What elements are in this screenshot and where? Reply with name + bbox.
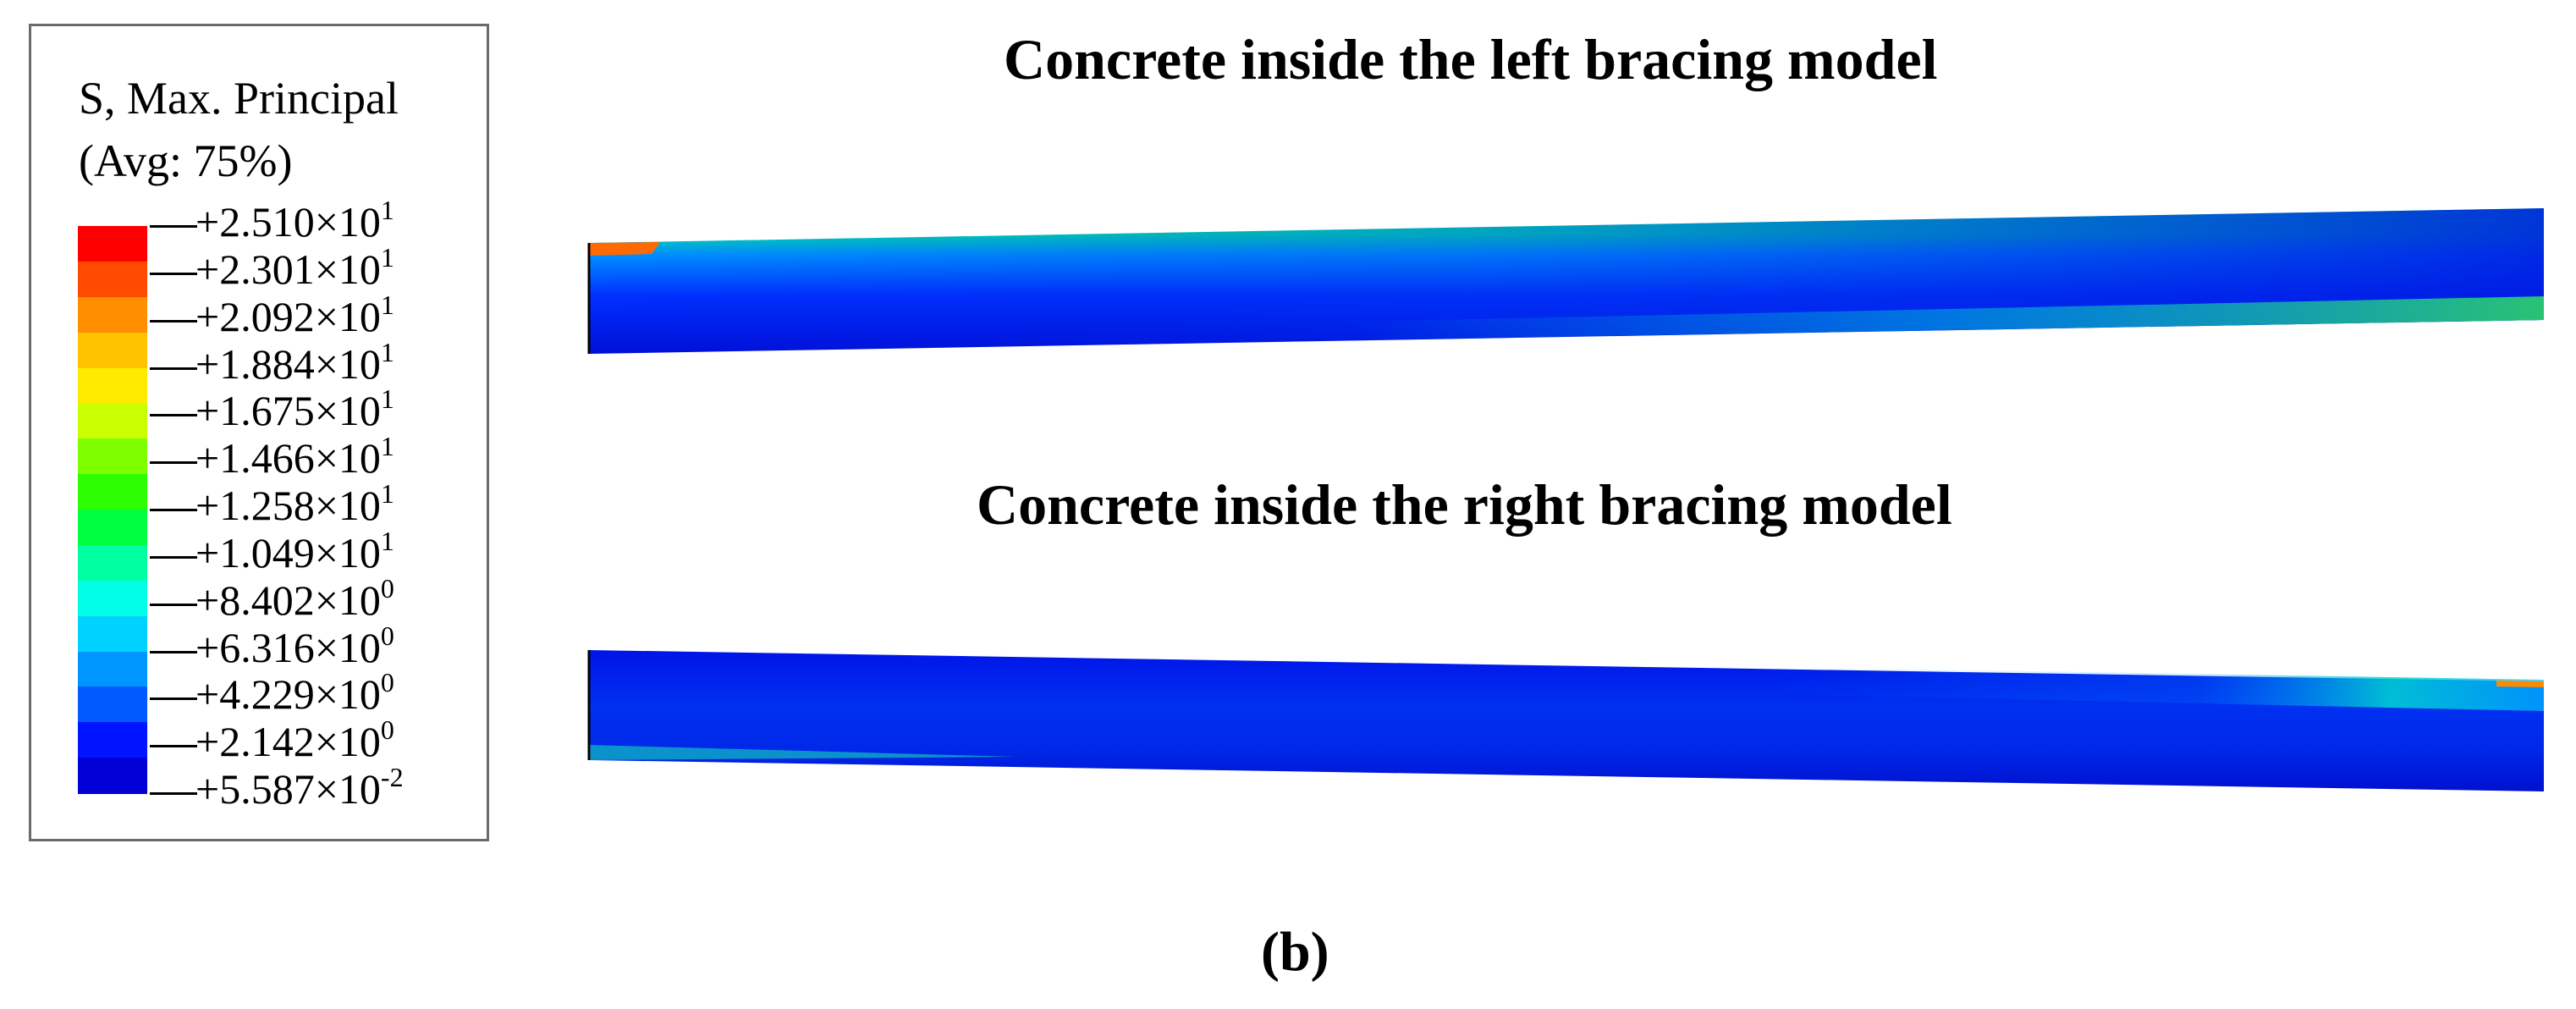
colorbar-tick: [150, 745, 197, 748]
colorbar-tick-label: +5.587×10-2: [195, 762, 404, 813]
colorbar-swatch: [78, 544, 147, 582]
colorbar-tick: [150, 225, 197, 228]
colorbar-tick: [150, 509, 197, 511]
colorbar-tick-label: +1.049×101: [195, 525, 394, 576]
right-model-beam: [587, 650, 2544, 791]
colorbar-swatch: [78, 226, 147, 262]
colorbar-swatch: [78, 758, 147, 794]
colorbar-tick-label: +8.402×100: [195, 572, 394, 624]
color-legend: S, Max. Principal(Avg: 75%) +2.510×101+2…: [29, 24, 489, 841]
colorbar-tick: [150, 414, 197, 417]
colorbar-swatch: [78, 332, 147, 368]
colorbar-swatch: [78, 261, 147, 298]
colorbar-tick-label: +1.258×101: [195, 478, 394, 529]
colorbar: [78, 226, 147, 794]
colorbar-swatch: [78, 474, 147, 510]
colorbar-swatch: [78, 510, 147, 546]
colorbar-tick-label: +1.675×101: [195, 383, 394, 435]
colorbar-tick-label: +2.092×101: [195, 289, 394, 340]
colorbar-tick: [150, 697, 197, 701]
colorbar-swatch: [78, 296, 147, 334]
colorbar-tick: [150, 650, 197, 653]
colorbar-tick: [150, 555, 197, 559]
right-model-title: Concrete inside the right bracing model: [977, 472, 1952, 537]
left-model-title: Concrete inside the left bracing model: [1004, 27, 1938, 91]
colorbar-swatch: [78, 615, 147, 652]
colorbar-tick-label: +2.510×101: [195, 195, 394, 245]
colorbar-tick: [150, 461, 197, 465]
colorbar-swatch: [78, 580, 147, 617]
colorbar-tick: [150, 367, 197, 370]
colorbar-swatch: [78, 722, 147, 758]
legend-title-line1: S, Max. Principal: [79, 73, 399, 124]
colorbar-tick-label: +2.142×100: [195, 714, 394, 766]
colorbar-swatch: [78, 438, 147, 475]
colorbar-swatch: [78, 686, 147, 723]
left-model-beam: [587, 208, 2544, 354]
colorbar-swatch: [78, 403, 147, 439]
colorbar-tick-label: +2.301×101: [195, 241, 394, 293]
legend-title-line2: (Avg: 75%): [79, 135, 293, 186]
colorbar-tick: [150, 603, 197, 606]
colorbar-swatch: [78, 651, 147, 687]
legend-title: S, Max. Principal (Avg: 75%): [79, 67, 399, 192]
colorbar-tick: [150, 792, 197, 795]
colorbar-tick: [150, 319, 197, 323]
colorbar-tick-label: +1.466×101: [195, 431, 394, 482]
colorbar-tick-label: +1.884×101: [195, 336, 394, 388]
colorbar-tick-label: +6.316×100: [195, 620, 394, 671]
colorbar-tick-label: +4.229×100: [195, 667, 394, 719]
panel-label: (b): [1261, 921, 1329, 983]
colorbar-tick: [150, 272, 197, 275]
colorbar-swatch: [78, 367, 147, 404]
